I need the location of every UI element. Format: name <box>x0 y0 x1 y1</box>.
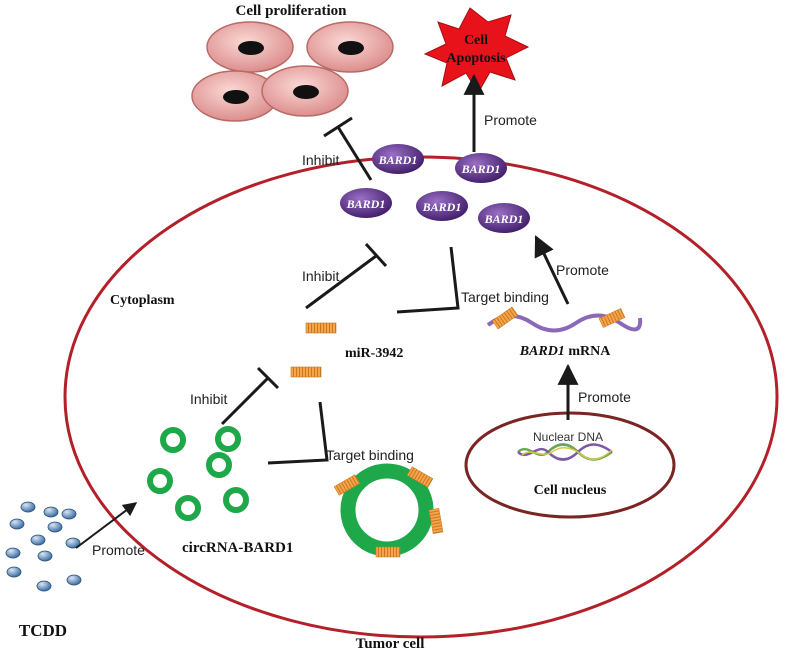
inhibit-mirna-bar <box>220 366 280 426</box>
nuclear-dna-helix <box>517 443 613 461</box>
tumor-cell-membrane <box>63 155 779 639</box>
tcdd-molecules <box>5 501 82 592</box>
bard1-protein: BARD1 <box>478 203 530 233</box>
promote-mrna-label: Promote <box>556 262 609 278</box>
nuclear-dna-label: Nuclear DNA <box>533 430 603 444</box>
proliferating-cell <box>306 21 394 73</box>
inhibit-proliferation-bar <box>323 116 373 181</box>
inhibit-bard1-bar <box>305 242 388 310</box>
target-binding-bottom-label: Target binding <box>326 447 414 463</box>
bard1-mrna-label: BARD1 mRNA <box>519 344 612 359</box>
mir-3942-fragment <box>290 366 322 378</box>
tcdd-molecule <box>9 518 25 530</box>
bard1-protein: BARD1 <box>416 191 468 221</box>
cell-apoptosis-label-line2: Apoptosis <box>446 51 506 66</box>
bard1-protein-cluster: BARD1 BARD1 BARD1 BARD1 BARD1 <box>340 144 530 233</box>
svg-text:BARD1: BARD1 <box>378 153 418 167</box>
circrna-ring <box>160 427 186 453</box>
circrna-mirna-complex <box>333 463 444 558</box>
proliferating-cell <box>191 70 279 122</box>
bard1-mrna-strand <box>486 306 643 333</box>
svg-text:BARD1: BARD1 <box>422 200 462 214</box>
tcdd-molecule <box>66 574 82 586</box>
bard1-protein: BARD1 <box>340 188 392 218</box>
promote-apoptosis-label: Promote <box>484 112 537 128</box>
tumor-cell-label: Tumor cell <box>356 636 425 652</box>
tcdd-molecule <box>61 508 77 520</box>
cell-nucleus <box>464 411 676 519</box>
promote-mrna-arrow <box>534 235 570 305</box>
proliferating-cell <box>206 21 294 73</box>
tcdd-molecule <box>47 521 63 533</box>
circrna-label: circRNA-BARD1 <box>182 540 293 556</box>
target-binding-top-label: Target binding <box>461 289 549 305</box>
svg-text:BARD1: BARD1 <box>346 197 386 211</box>
circrna-ring <box>147 468 173 494</box>
promote-tcdd-arrow <box>75 502 138 549</box>
cytoplasm-label: Cytoplasm <box>110 293 175 308</box>
inhibit-top-label: Inhibit <box>302 152 339 168</box>
cell-apoptosis-label-line1: Cell <box>464 33 488 48</box>
promote-tcdd-label: Promote <box>92 542 145 558</box>
tcdd-molecule <box>43 506 59 518</box>
tcdd-molecule <box>65 537 81 549</box>
cell-nucleus-label: Cell nucleus <box>534 483 607 498</box>
inhibit-bottom-label: Inhibit <box>190 391 227 407</box>
target-binding-top-connector <box>396 246 460 314</box>
circrna-ring <box>223 487 249 513</box>
circrna-ring <box>206 452 232 478</box>
cell-proliferation-label: Cell proliferation <box>236 3 348 19</box>
mir-3942-label: miR-3942 <box>345 346 403 361</box>
bard1-protein: BARD1 <box>455 153 507 183</box>
circrna-ring <box>215 426 241 452</box>
svg-text:BARD1: BARD1 <box>461 162 501 176</box>
svg-text:BARD1: BARD1 <box>484 212 524 226</box>
tcdd-molecule <box>5 547 21 559</box>
proliferating-cell <box>261 65 349 117</box>
proliferating-cells <box>191 21 394 122</box>
circrna-ring <box>175 495 201 521</box>
tcdd-molecule <box>20 501 36 513</box>
tcdd-molecule <box>6 566 22 578</box>
target-binding-bottom-connector <box>267 401 329 465</box>
tcdd-molecule <box>36 580 52 592</box>
promote-nucleus-label: Promote <box>578 389 631 405</box>
bard1-protein: BARD1 <box>372 144 424 174</box>
inhibit-mid-label: Inhibit <box>302 268 339 284</box>
tcdd-label: TCDD <box>19 621 67 640</box>
tcdd-molecule <box>37 550 53 562</box>
circrna-rings <box>147 426 249 521</box>
tcdd-molecule <box>30 534 46 546</box>
mir-3942-fragment <box>305 322 337 334</box>
